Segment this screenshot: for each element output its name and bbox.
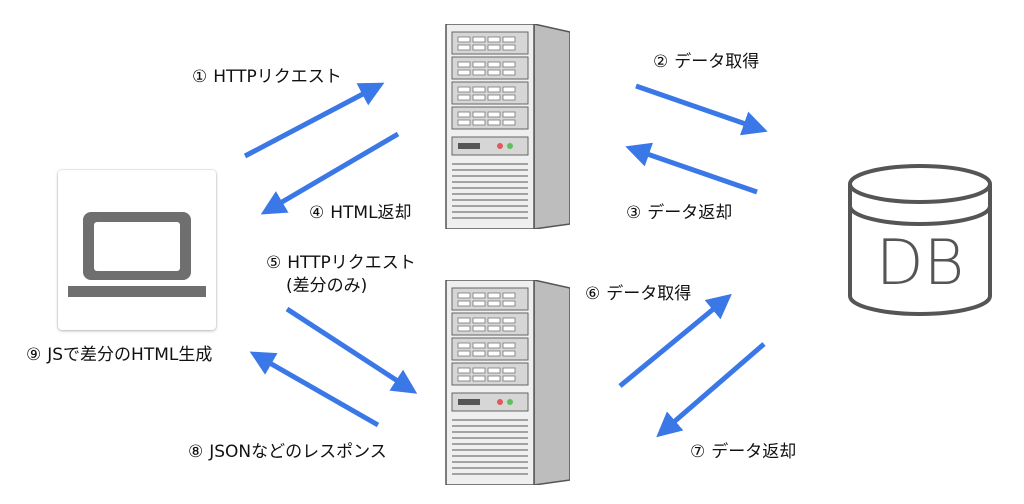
server-bottom-icon xyxy=(445,280,570,485)
arrow-5-http-diff-request xyxy=(285,306,418,394)
arrow-4-html-return xyxy=(260,131,400,215)
arrow-6-data-fetch xyxy=(618,293,732,388)
client-card xyxy=(58,170,216,330)
arrow-1-http-request xyxy=(243,82,385,159)
arrow-7-data-return xyxy=(656,342,766,438)
step-5-sublabel: (差分のみ) xyxy=(286,276,368,296)
server-top-icon xyxy=(445,24,570,229)
database-label: DB xyxy=(876,226,964,299)
arrow-3-data-return xyxy=(625,142,758,195)
laptop-icon xyxy=(68,212,206,297)
arrow-8-json-response xyxy=(249,351,380,428)
database-icon: DB xyxy=(847,164,993,316)
arrow-2-data-fetch xyxy=(635,83,768,136)
